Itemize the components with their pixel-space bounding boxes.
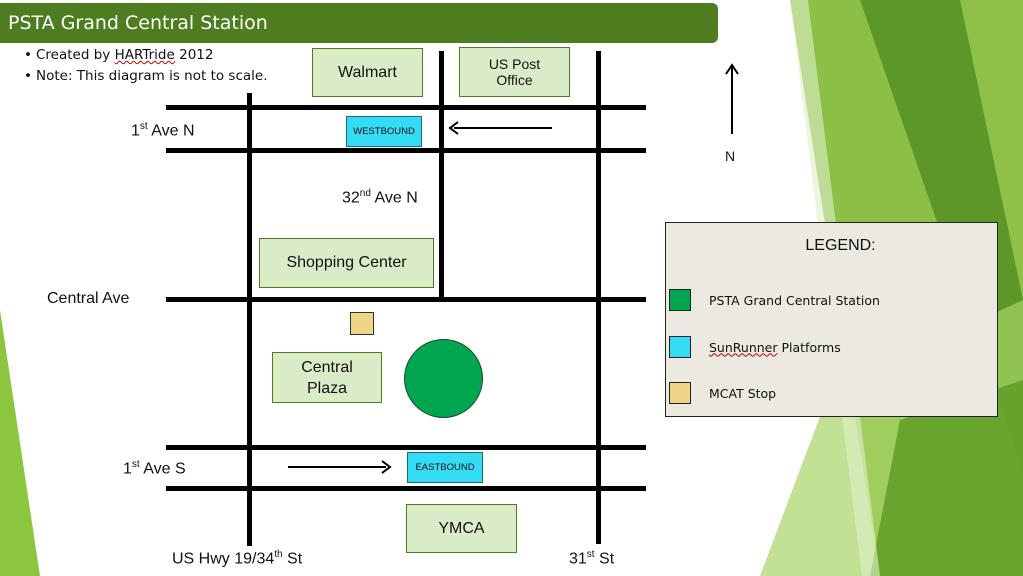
- place-central-plaza: Central Plaza: [272, 352, 382, 403]
- westbound-arrow-icon: [448, 121, 552, 135]
- road-us-hwy-19: [247, 93, 252, 546]
- legend-swatch-mcat: [669, 382, 691, 404]
- decor-shape: [0, 310, 40, 576]
- road-32nd-ave-n: [439, 51, 444, 298]
- eastbound-arrow-icon: [288, 460, 392, 474]
- legend-item-station: PSTA Grand Central Station: [669, 289, 880, 311]
- legend-title: LEGEND:: [805, 237, 876, 254]
- legend-label-station: PSTA Grand Central Station: [709, 292, 880, 308]
- legend-swatch-sunrunner: [669, 336, 691, 358]
- legend-swatch-station: [669, 289, 691, 311]
- label-31st-st: 31st St: [569, 549, 615, 568]
- legend-label-mcat: MCAT Stop: [709, 385, 777, 401]
- place-shopping-center: Shopping Center: [259, 238, 434, 288]
- decor-shape: [960, 0, 1023, 300]
- north-label: N: [725, 148, 736, 164]
- westbound-platform: WESTBOUND: [346, 116, 422, 147]
- mcat-stop: [350, 312, 374, 335]
- legend: LEGEND: PSTA Grand Central Station SunRu…: [665, 222, 998, 417]
- place-ymca: YMCA: [406, 504, 517, 553]
- road-1st-ave-s-north: [166, 445, 646, 450]
- road-1st-ave-n-south: [166, 148, 646, 153]
- grand-central-station: [404, 339, 483, 418]
- road-31st-st: [596, 51, 601, 544]
- eastbound-platform: EASTBOUND: [407, 452, 483, 483]
- label-central-ave: Central Ave: [47, 290, 130, 307]
- road-1st-ave-s-south: [166, 486, 646, 491]
- bullet-created-by: •Created by HARTride 2012: [24, 47, 214, 63]
- place-walmart: Walmart: [312, 48, 423, 97]
- bullet-list: •Created by HARTride 2012 •Note: This di…: [24, 45, 268, 87]
- road-central-ave: [166, 297, 646, 302]
- decor-shape: [870, 380, 1023, 576]
- place-us-post-office: US Post Office: [459, 47, 570, 97]
- slide-title: PSTA Grand Central Station: [0, 3, 718, 43]
- legend-item-sunrunner: SunRunner Platforms: [669, 336, 841, 358]
- label-us-hwy-19: US Hwy 19/34th St: [172, 549, 303, 568]
- label-32nd-ave-n: 32nd Ave N: [342, 188, 418, 207]
- bullet-note: •Note: This diagram is not to scale.: [24, 68, 268, 84]
- legend-item-mcat: MCAT Stop: [669, 382, 776, 404]
- label-1st-ave-s: 1st Ave S: [123, 459, 186, 478]
- legend-label-sunrunner: SunRunner Platforms: [709, 339, 841, 355]
- north-arrow-icon: [725, 63, 739, 134]
- label-1st-ave-n: 1st Ave N: [131, 121, 195, 140]
- road-1st-ave-n-north: [166, 105, 646, 110]
